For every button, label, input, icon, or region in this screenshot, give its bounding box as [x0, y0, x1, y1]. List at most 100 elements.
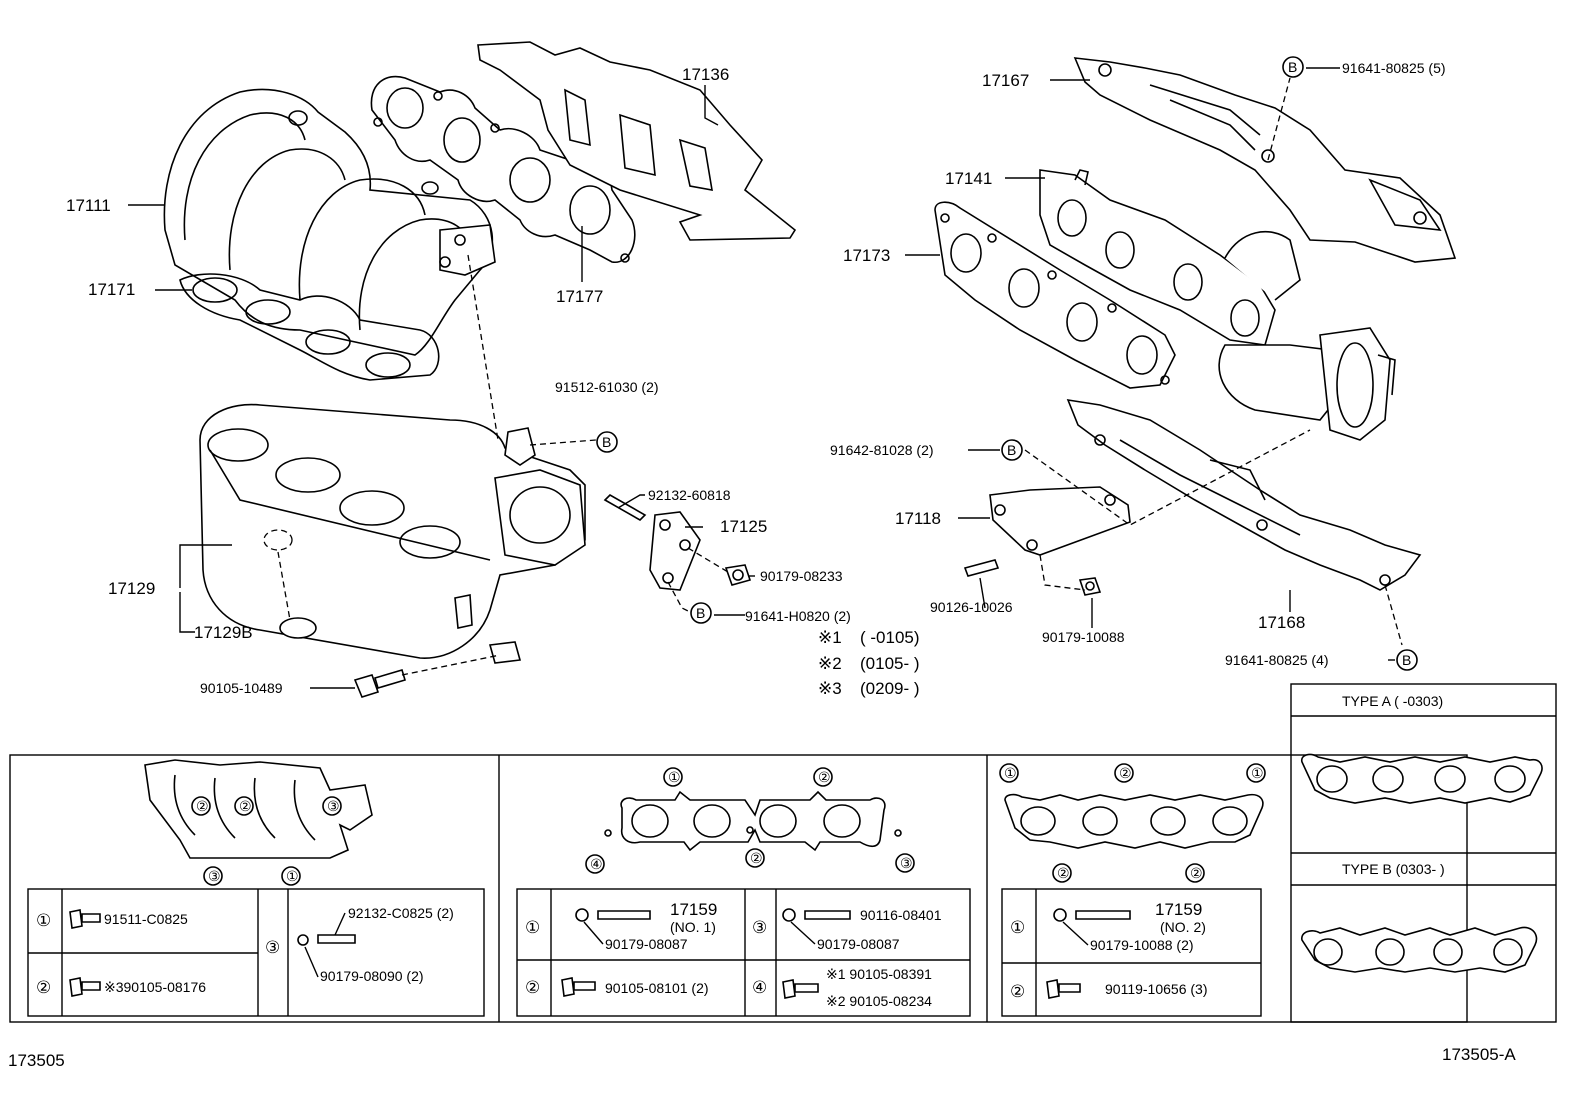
type-a-label: TYPE A ( -0303): [1342, 693, 1443, 709]
b-markers: B B B B B: [596, 56, 1418, 671]
part-labels: 17111 17171 17136 17177 17167 17141 1717…: [66, 60, 1446, 696]
panel1-row2-part: ※390105-08176: [104, 979, 206, 995]
panel2-row2-bolt: 90105-08101 (2): [605, 980, 709, 996]
svg-text:②: ②: [1119, 765, 1132, 781]
gasket-type-box: TYPE A ( -0303) TYPE B (0303- ): [1290, 683, 1557, 1023]
intake-runner-assembly-drawing: [163, 88, 496, 356]
label-17168: 17168: [1258, 613, 1305, 632]
note-3-range: (0209- ): [860, 679, 920, 698]
exhaust-manifold-17141-drawing: [1039, 169, 1396, 441]
label-91641-80825-4: 91641-80825 (4): [1225, 652, 1329, 668]
svg-text:③: ③: [752, 918, 767, 937]
label-17171: 17171: [88, 280, 135, 299]
diagram-code-left: 173505: [8, 1051, 65, 1070]
svg-text:①: ①: [1010, 918, 1025, 937]
label-17129: 17129: [108, 579, 155, 598]
panel2-row4-bolt-1: ※1 90105-08391: [826, 966, 932, 982]
panel-2-gasket-sketch: ① ② ④ ② ③: [585, 767, 915, 874]
svg-text:②: ②: [196, 798, 209, 814]
svg-text:①: ①: [1251, 765, 1264, 781]
panel1-row1-part: 91511-C0825: [104, 911, 188, 927]
type-b-label: TYPE B (0303- ): [1342, 861, 1445, 877]
svg-text:①: ①: [286, 868, 299, 884]
label-91641-h0820: 91641-H0820 (2): [745, 608, 851, 624]
b-marker: B: [1396, 649, 1418, 671]
svg-text:②: ②: [239, 798, 252, 814]
panel3-row1-stud-no: (NO. 2): [1160, 919, 1206, 935]
note-1-range: ( -0105): [860, 628, 920, 647]
panel3-row2-bolt: 90119-10656 (3): [1105, 981, 1207, 997]
label-17167: 17167: [982, 71, 1029, 90]
gasket-17171-drawing: [179, 273, 440, 381]
bracket-17125-drawing: [603, 494, 752, 591]
panel-1-bolt-table: ① ② ③ 91511-C0825 ※390105-08176 92132-C0…: [27, 888, 485, 1017]
panel1-row3-stud: 92132-C0825 (2): [348, 905, 454, 921]
svg-text:①: ①: [525, 918, 540, 937]
panel2-row3-stud: 90116-08401: [860, 907, 942, 923]
svg-text:②: ②: [525, 978, 540, 997]
label-90126-10026: 90126-10026: [930, 599, 1013, 615]
svg-text:②: ②: [1190, 865, 1203, 881]
heat-insulator-17167-drawing: [1073, 57, 1457, 263]
label-90105-10489: 90105-10489: [200, 680, 283, 696]
label-17125: 17125: [720, 517, 767, 536]
label-17118: 17118: [895, 509, 941, 528]
label-17111: 17111: [66, 196, 111, 215]
serial-notes: ※1 ( -0105) ※2 (0105- ) ※3 (0209- ): [818, 628, 920, 698]
label-91641-80825-5: 91641-80825 (5): [1342, 60, 1446, 76]
gasket-17173-drawing: [934, 201, 1176, 389]
svg-text:B: B: [1288, 59, 1297, 75]
svg-text:①: ①: [36, 911, 51, 930]
svg-text:④: ④: [590, 856, 603, 872]
b-marker: B: [690, 602, 712, 624]
panel2-row1-nut: 90179-08087: [605, 936, 688, 952]
svg-text:②: ②: [750, 850, 763, 866]
note-2-range: (0105- ): [860, 654, 920, 673]
label-17136: 17136: [682, 65, 729, 84]
note-2-mark: ※2: [818, 654, 842, 673]
svg-text:B: B: [602, 434, 611, 450]
note-1-mark: ※1: [818, 628, 842, 647]
b-marker: B: [596, 431, 618, 453]
stay-17136-drawing: [477, 41, 797, 241]
svg-text:①: ①: [668, 769, 681, 785]
label-90179-08233: 90179-08233: [760, 568, 843, 584]
panel3-row1-nut: 90179-10088 (2): [1090, 937, 1194, 953]
svg-text:③: ③: [208, 868, 221, 884]
svg-text:B: B: [1402, 652, 1411, 668]
panel-3-bolt-table: ① ② 17159 (NO. 2) 90179-10088 (2) 90119-…: [1001, 888, 1262, 1017]
panel2-row1-stud-no: (NO. 1): [670, 919, 716, 935]
svg-text:②: ②: [818, 769, 831, 785]
panel2-row4-bolt-2: ※2 90105-08234: [826, 993, 932, 1009]
panel3-row1-stud: 17159: [1155, 900, 1202, 919]
label-17129b: 17129B: [194, 623, 253, 642]
svg-text:②: ②: [1057, 865, 1070, 881]
panel2-row3-nut: 90179-08087: [817, 936, 900, 952]
svg-text:③: ③: [900, 855, 913, 871]
svg-text:B: B: [1007, 442, 1016, 458]
svg-text:②: ②: [1010, 982, 1025, 1001]
label-91512-61030: 91512-61030 (2): [555, 379, 659, 395]
heat-insulator-17168-drawing: [1066, 398, 1422, 591]
svg-text:④: ④: [752, 978, 767, 997]
svg-text:③: ③: [265, 938, 280, 957]
dashed-connection-lines: [277, 77, 1403, 676]
panel2-row1-stud: 17159: [670, 900, 717, 919]
label-91642-81028: 91642-81028 (2): [830, 442, 934, 458]
svg-text:B: B: [696, 605, 705, 621]
svg-text:①: ①: [1004, 765, 1017, 781]
label-90179-10088: 90179-10088: [1042, 629, 1125, 645]
panel1-row3-nut: 90179-08090 (2): [320, 968, 424, 984]
intake-plenum-17129-drawing: [199, 403, 586, 664]
bolt-90105-10489-drawing: [353, 669, 406, 698]
gasket-17177-drawing: [370, 75, 636, 263]
label-92132-60818: 92132-60818: [648, 487, 731, 503]
diagram-code-right: 173505-A: [1442, 1045, 1516, 1064]
note-3-mark: ※3: [818, 679, 842, 698]
svg-text:③: ③: [327, 798, 340, 814]
panel-2-bolt-table: ① ② ③ ④ 17159 (NO. 1) 90179-08087 90105-…: [516, 888, 971, 1017]
b-marker: B: [1001, 439, 1023, 461]
label-17173: 17173: [843, 246, 890, 265]
panel-3-gasket-sketch: ① ② ① ② ②: [999, 763, 1266, 883]
